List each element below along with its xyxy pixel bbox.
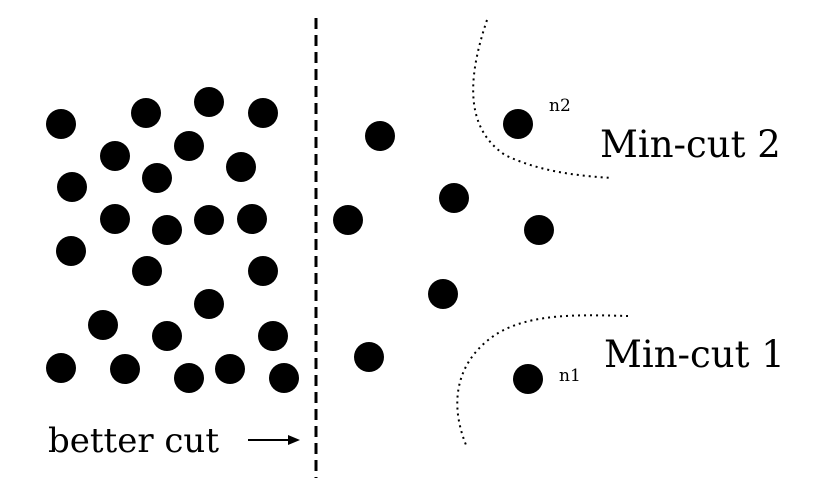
node (194, 87, 224, 117)
node (100, 204, 130, 234)
node (132, 256, 162, 286)
min-cut-2-label: Min-cut 2 (600, 123, 781, 166)
node (57, 172, 87, 202)
better-cut-arrow-head (288, 435, 300, 445)
min-cut-2-curve (472, 19, 613, 179)
node (100, 141, 130, 171)
node (46, 353, 76, 383)
node (524, 215, 554, 245)
node (365, 121, 395, 151)
node (110, 354, 140, 384)
right-cluster (333, 109, 554, 394)
node (258, 321, 288, 351)
node (248, 98, 278, 128)
node (333, 205, 363, 235)
node (194, 205, 224, 235)
node (131, 98, 161, 128)
node (174, 363, 204, 393)
node (152, 215, 182, 245)
node (354, 342, 384, 372)
min-cut-1-label: Min-cut 1 (604, 333, 785, 376)
node-n1-label: n1 (559, 366, 581, 386)
node (152, 321, 182, 351)
node (439, 183, 469, 213)
node-n1 (513, 364, 543, 394)
node-n2-label: n2 (549, 96, 571, 116)
node (174, 131, 204, 161)
node (226, 152, 256, 182)
node (46, 109, 76, 139)
node-n2 (503, 109, 533, 139)
node (142, 163, 172, 193)
node (56, 236, 86, 266)
better-cut-label: better cut (48, 421, 219, 461)
node (237, 204, 267, 234)
node (248, 256, 278, 286)
node (428, 279, 458, 309)
node (194, 289, 224, 319)
node (88, 310, 118, 340)
node (215, 354, 245, 384)
left-cluster (46, 87, 299, 393)
node (269, 363, 299, 393)
